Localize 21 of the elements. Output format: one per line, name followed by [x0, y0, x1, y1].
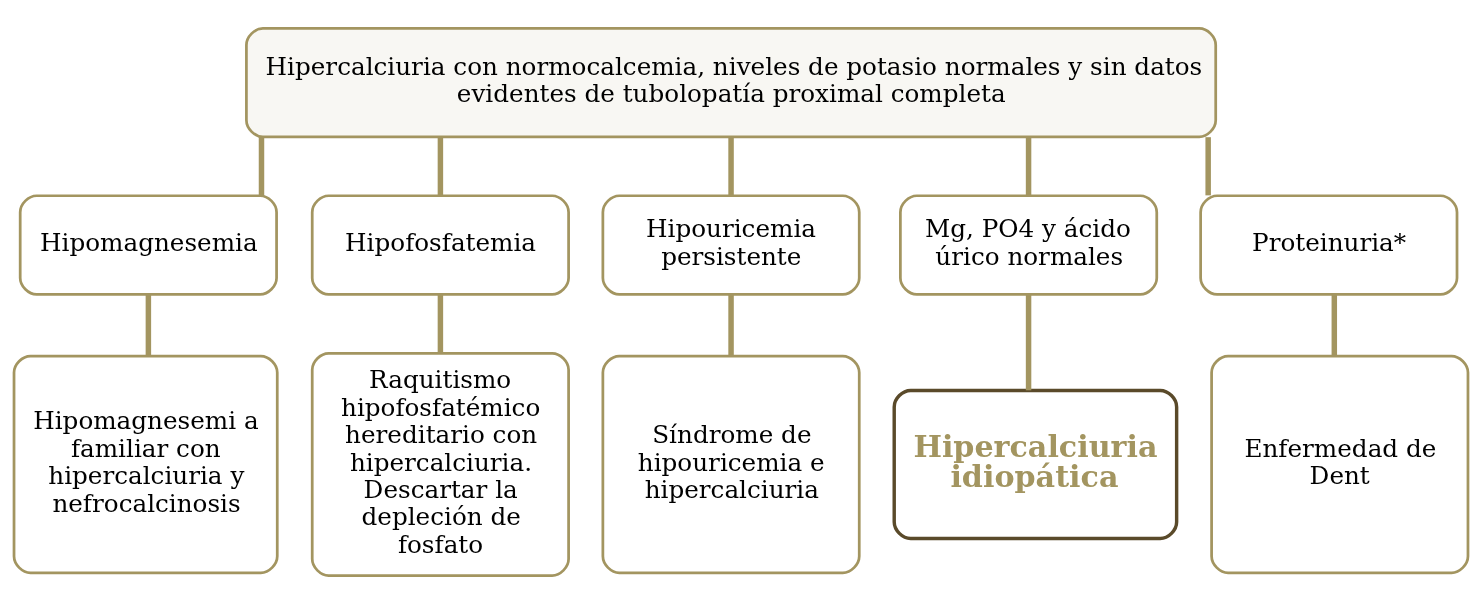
connector [1025, 136, 1032, 195]
connector [437, 294, 444, 353]
connector [258, 136, 265, 195]
node-box: Hipofosfatemia [310, 193, 570, 296]
connector [437, 136, 444, 195]
node-box: Hipercalciuria idiopática [892, 388, 1179, 540]
connector [1205, 136, 1211, 195]
connector [1331, 294, 1338, 356]
node-box: Hipouricemia persistente [601, 193, 861, 296]
node-box: Mg, PO4 y ácido úrico normales [899, 193, 1159, 296]
connector [145, 294, 152, 356]
connector [1025, 294, 1032, 390]
node-box: Hipomagnesemia [18, 193, 278, 296]
node-box: Raquitismo hipofosfatémico hereditario con hipercalciuria. Descartar la depleción de fosfato [310, 351, 570, 577]
connector [728, 136, 734, 195]
node-box: Hipercalciuria con normocalcemia, niveles de potasio normales y sin datos evidentes de tubolopatía proximal completa [245, 26, 1218, 138]
node-box: Hipomagnesemi a familiar con hipercalciuria y nefrocalcinosis [12, 354, 279, 574]
node-box: Proteinuria* [1199, 193, 1459, 296]
node-box: Síndrome de hipouricemia e hipercalciuria [601, 354, 861, 574]
connector [728, 294, 734, 356]
node-box: Enfermedad de Dent [1210, 354, 1470, 574]
